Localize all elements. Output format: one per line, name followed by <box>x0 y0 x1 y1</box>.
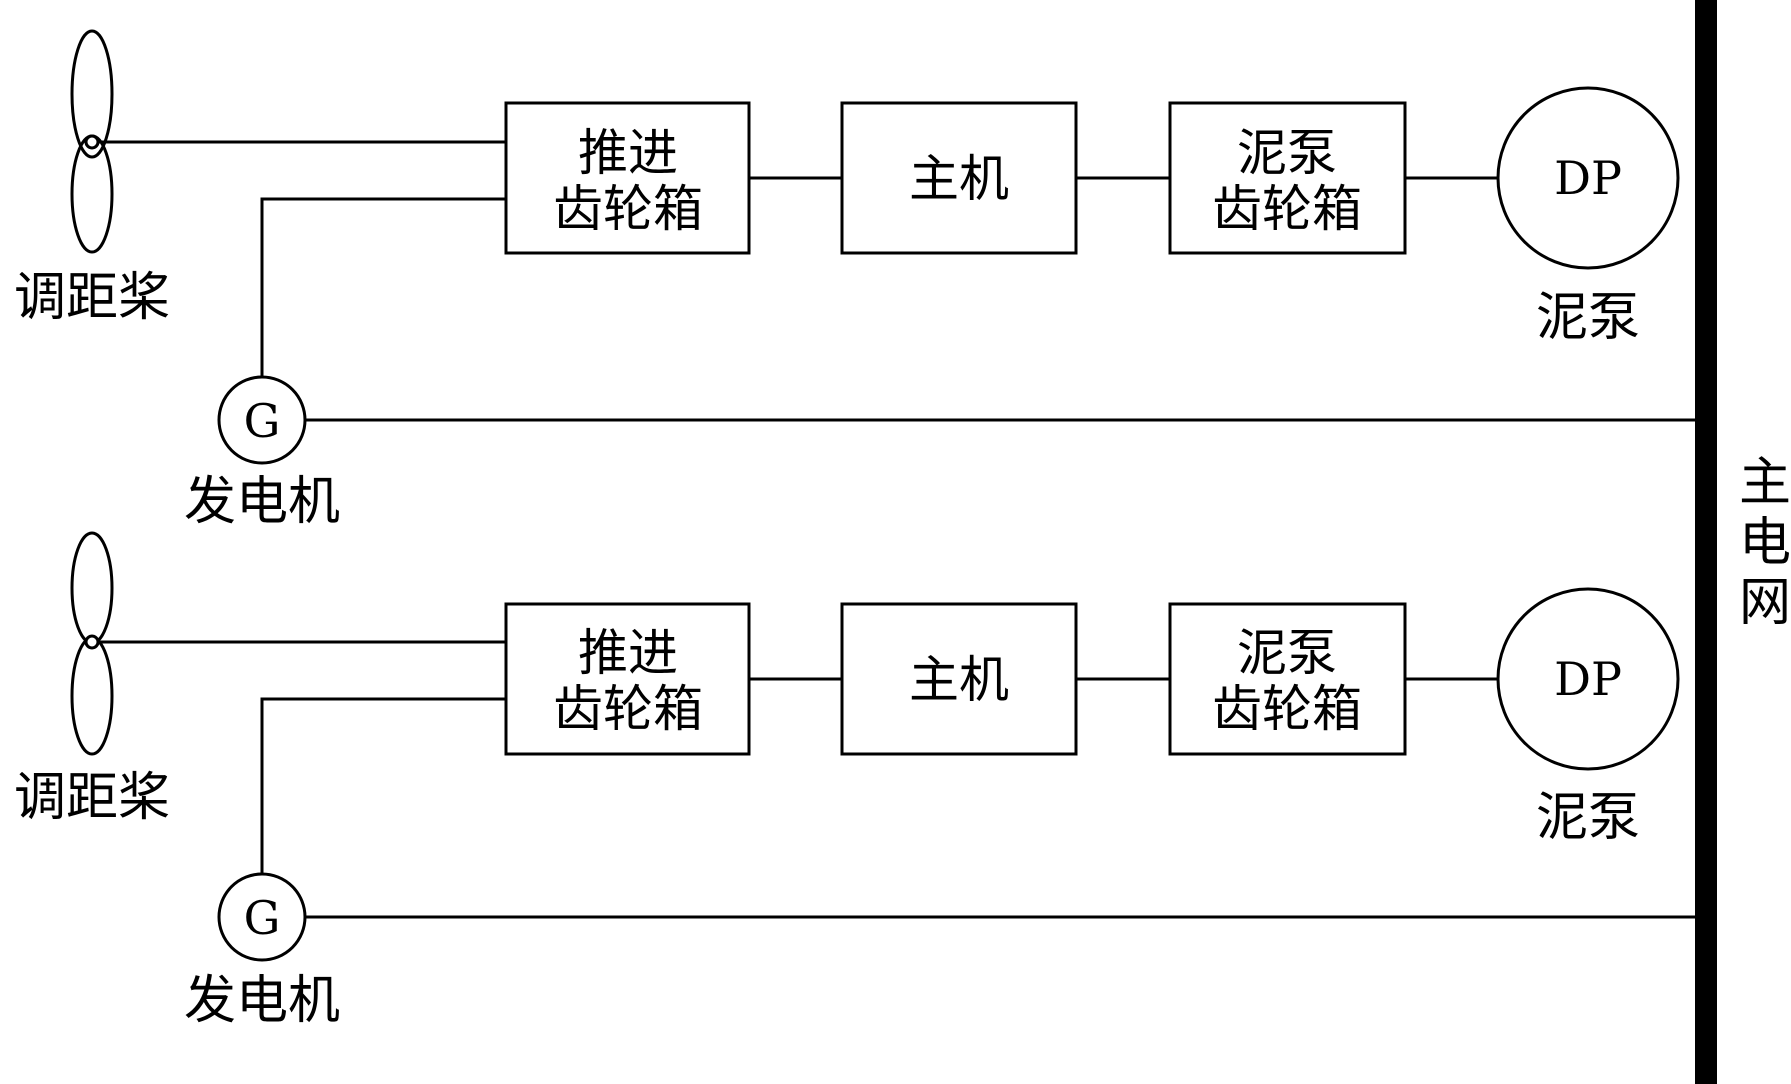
propeller-icon <box>70 531 114 756</box>
unit-1: 调距桨 推进 齿轮箱 主机 泥泵 齿轮箱 DP 泥泵 G 发电机 <box>14 29 1698 532</box>
dredge-pump-code: DP <box>1554 151 1622 205</box>
main-engine-label: 主机 <box>909 651 1009 709</box>
grid-label-char-2: 电 <box>1739 513 1791 573</box>
propeller-label: 调距桨 <box>14 268 170 328</box>
generator-code: G <box>244 394 281 448</box>
pump-gearbox-line-1: 泥泵 <box>1237 624 1337 682</box>
dredge-pump-symbol <box>1496 86 1680 270</box>
dredge-pump-label: 泥泵 <box>1536 788 1640 848</box>
propulsion-gearbox-line-2: 齿轮箱 <box>553 680 703 738</box>
grid-label-char-3: 网 <box>1739 573 1791 633</box>
generator-code: G <box>244 891 281 945</box>
generator-label: 发电机 <box>184 971 340 1031</box>
main-engine-label: 主机 <box>909 150 1009 208</box>
generator-shaft <box>260 197 506 377</box>
pump-gearbox-line-2: 齿轮箱 <box>1212 680 1362 738</box>
propeller-label: 调距桨 <box>14 768 170 828</box>
main-engine-box <box>840 602 1078 756</box>
pump-gearbox <box>1168 602 1407 756</box>
dredge-pump-label: 泥泵 <box>1536 288 1640 348</box>
propulsion-gearbox-line-1: 推进 <box>578 124 678 182</box>
dredge-pump-code: DP <box>1554 652 1622 706</box>
generator-shaft <box>260 697 506 874</box>
generator-label: 发电机 <box>184 472 340 532</box>
pump-gearbox-line-2: 齿轮箱 <box>1212 180 1362 238</box>
propulsion-gearbox-line-1: 推进 <box>578 624 678 682</box>
propeller-icon <box>70 29 114 254</box>
propulsion-gearbox-line-2: 齿轮箱 <box>553 180 703 238</box>
pump-gearbox-line-1: 泥泵 <box>1237 124 1337 182</box>
dredge-pump-symbol <box>1496 587 1680 771</box>
unit-2: 调距桨 推进 齿轮箱 主机 泥泵 齿轮箱 DP 泥泵 G 发电机 <box>14 531 1698 1031</box>
grid-label-char-1: 主 <box>1739 453 1791 513</box>
